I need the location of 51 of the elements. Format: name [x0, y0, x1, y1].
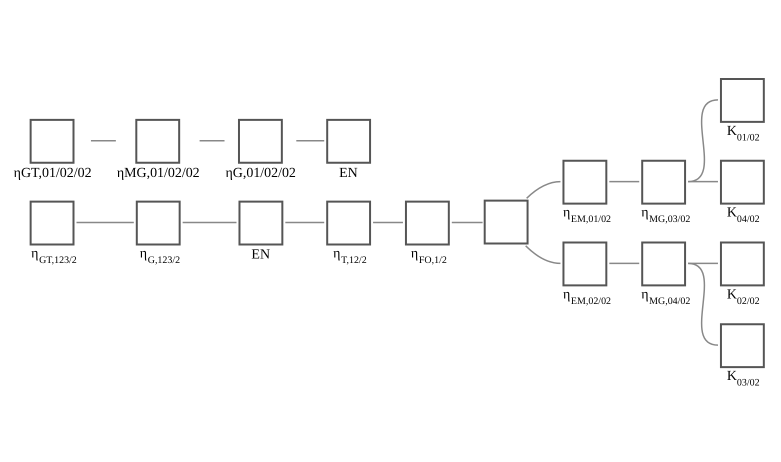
node-box — [484, 199, 529, 244]
node-box — [326, 118, 372, 164]
connector — [76, 221, 134, 223]
connector — [688, 180, 718, 182]
node-box — [326, 200, 372, 245]
connector — [609, 262, 640, 264]
node-box — [404, 200, 450, 245]
node-box — [562, 159, 608, 204]
connector — [688, 98, 718, 182]
node-label: EN — [251, 247, 270, 262]
connector — [526, 180, 560, 198]
node-box — [238, 200, 284, 245]
node-box — [641, 159, 686, 204]
node-box — [720, 240, 765, 286]
node-box — [720, 77, 765, 122]
connector — [688, 262, 718, 264]
connector — [90, 140, 116, 142]
connector — [525, 244, 560, 264]
node-label: K$_{02/02}$ — [726, 286, 760, 306]
connector — [200, 140, 225, 142]
connector — [609, 180, 640, 182]
node-box — [562, 240, 608, 286]
node-box — [136, 200, 181, 245]
connector — [182, 221, 236, 223]
connector — [296, 140, 324, 142]
node-label: η$_{T,12/2}$ — [333, 246, 367, 266]
node-box — [135, 118, 180, 164]
node-box — [30, 118, 74, 164]
node-label: η$_{MG,03/02}$ — [641, 205, 690, 225]
node-box — [720, 322, 765, 368]
node-box — [238, 118, 283, 164]
node-label: η$_{MG,04/02}$ — [641, 286, 690, 306]
node-label: ηG,01/02/02 — [226, 165, 296, 180]
connector — [285, 221, 324, 223]
node-label: η$_{EM,01/02}$ — [562, 205, 612, 225]
node-label: η$_{EM,02/02}$ — [562, 286, 612, 306]
node-box — [720, 159, 765, 204]
connector — [452, 221, 483, 223]
node-label: ηGT,01/02/02 — [14, 165, 92, 180]
node-label: K$_{03/02}$ — [726, 368, 760, 388]
node-label: η$_{G,123/2}$ — [140, 246, 180, 266]
node-label: η$_{GT,123/2}$ — [31, 246, 77, 266]
connector — [688, 262, 718, 346]
node-label: EN — [339, 165, 358, 180]
node-label: K$_{04/02}$ — [726, 205, 760, 225]
node-box — [30, 200, 74, 245]
node-label: K$_{01/02}$ — [726, 124, 760, 144]
node-label: ηMG,01/02/02 — [116, 165, 200, 180]
node-box — [641, 240, 686, 286]
connector — [373, 221, 403, 223]
node-label: η$_{FO,1/2}$ — [410, 246, 447, 266]
